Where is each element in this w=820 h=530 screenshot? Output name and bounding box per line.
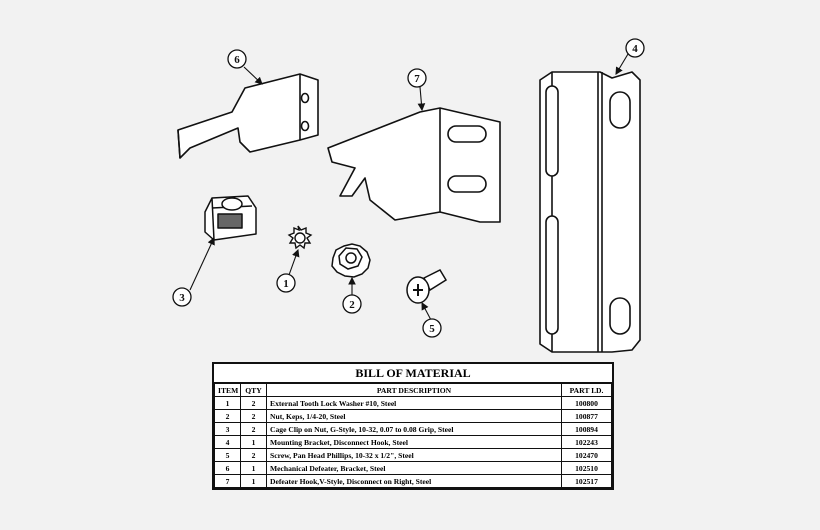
bom-description: Screw, Pan Head Phillips, 10-32 x 1/2", …: [266, 448, 562, 462]
part-7-defeater-hook: [327, 107, 501, 223]
callout-2: 2: [342, 294, 362, 314]
svg-text:4: 4: [632, 43, 638, 55]
bom-part-id: 100800: [561, 396, 612, 410]
bom-title: BILL OF MATERIAL: [214, 364, 612, 383]
bom-description: Nut, Keps, 1/4-20, Steel: [266, 409, 562, 423]
bom-description: Defeater Hook,V-Style, Disconnect on Rig…: [266, 474, 562, 488]
table-row: 1 2 External Tooth Lock Washer #10, Stee…: [214, 396, 612, 410]
bom-item: 1: [214, 396, 241, 410]
bom-part-id: 102510: [561, 461, 612, 475]
svg-text:1: 1: [283, 278, 289, 290]
callout-7: 7: [407, 68, 427, 88]
bom-qty: 1: [240, 435, 267, 449]
bom-item: 3: [214, 422, 241, 436]
svg-text:5: 5: [429, 323, 435, 335]
svg-text:2: 2: [349, 299, 355, 311]
bom-description: Mechanical Defeater, Bracket, Steel: [266, 461, 562, 475]
bom-description: Cage Clip on Nut, G-Style, 10-32, 0.07 t…: [266, 422, 562, 436]
bom-item: 5: [214, 448, 241, 462]
callout-6: 6: [227, 49, 247, 69]
bom-part-id: 102470: [561, 448, 612, 462]
callout-3: 3: [172, 287, 192, 307]
svg-text:7: 7: [414, 73, 420, 85]
bom-header-part-id: PART I.D.: [561, 383, 612, 397]
bom-description: Mounting Bracket, Disconnect Hook, Steel: [266, 435, 562, 449]
part-3-cage-clip-nut: [204, 195, 257, 241]
bom-qty: 2: [240, 448, 267, 462]
leader-lines: [189, 53, 629, 321]
table-row: 3 2 Cage Clip on Nut, G-Style, 10-32, 0.…: [214, 422, 612, 436]
bom-item: 2: [214, 409, 241, 423]
bom-qty: 2: [240, 422, 267, 436]
part-1-lock-washer: [287, 225, 313, 250]
bom-part-id: 102517: [561, 474, 612, 488]
table-row: 7 1 Defeater Hook,V-Style, Disconnect on…: [214, 474, 612, 488]
svg-text:6: 6: [234, 54, 240, 66]
svg-text:3: 3: [179, 292, 185, 304]
bom-part-id: 100894: [561, 422, 612, 436]
table-row: 2 2 Nut, Keps, 1/4-20, Steel 100877: [214, 409, 612, 423]
part-2-keps-nut: [331, 243, 371, 278]
bill-of-material-table: BILL OF MATERIAL ITEM QTY PART DESCRIPTI…: [212, 362, 614, 490]
bom-header-qty: QTY: [240, 383, 267, 397]
bom-header-item: ITEM: [214, 383, 241, 397]
part-5-pan-head-screw: [406, 269, 448, 304]
part-6-defeater-bracket: [177, 73, 319, 159]
callout-1: 1: [276, 273, 296, 293]
table-row: 5 2 Screw, Pan Head Phillips, 10-32 x 1/…: [214, 448, 612, 462]
bom-qty: 2: [240, 396, 267, 410]
bom-item: 4: [214, 435, 241, 449]
callout-4: 4: [625, 38, 645, 58]
bom-part-id: 102243: [561, 435, 612, 449]
bom-grid: ITEM QTY PART DESCRIPTION PART I.D. 1 2 …: [214, 383, 612, 488]
table-row: 6 1 Mechanical Defeater, Bracket, Steel …: [214, 461, 612, 475]
bom-item: 7: [214, 474, 241, 488]
bom-part-id: 100877: [561, 409, 612, 423]
part-4-mounting-bracket: [539, 71, 641, 353]
bom-header-description: PART DESCRIPTION: [266, 383, 562, 397]
callout-5: 5: [422, 318, 442, 338]
bom-description: External Tooth Lock Washer #10, Steel: [266, 396, 562, 410]
table-row: 4 1 Mounting Bracket, Disconnect Hook, S…: [214, 435, 612, 449]
bom-qty: 2: [240, 409, 267, 423]
bom-header-row: ITEM QTY PART DESCRIPTION PART I.D.: [214, 383, 612, 397]
bom-item: 6: [214, 461, 241, 475]
bom-qty: 1: [240, 461, 267, 475]
bom-qty: 1: [240, 474, 267, 488]
